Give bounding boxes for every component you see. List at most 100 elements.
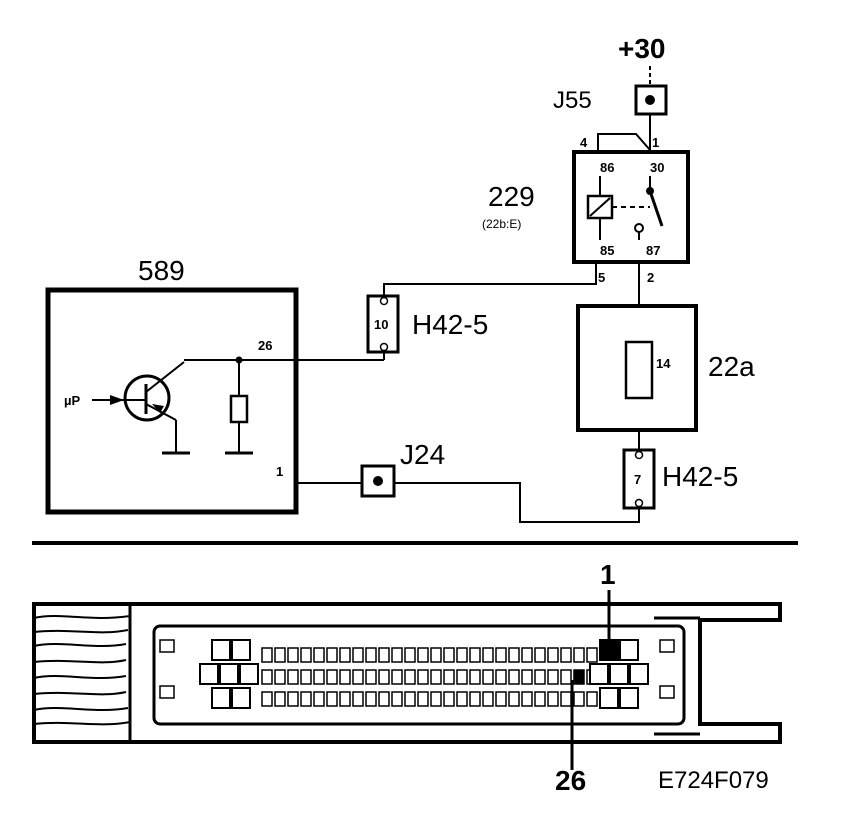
connector-pin: [378, 669, 390, 685]
connector-pin: [391, 647, 403, 663]
connector-pin: [339, 647, 351, 663]
connector-pin: [469, 669, 481, 685]
relay-term-4: 4: [580, 135, 588, 150]
connector-pin: [469, 647, 481, 663]
connector-pin: [339, 691, 351, 707]
connector-pin: [573, 647, 585, 663]
ecu-pin-1: 1: [276, 464, 283, 479]
connector-large-pin: [219, 663, 239, 685]
connector-large-pin: [231, 639, 251, 661]
connector-pin: [586, 647, 598, 663]
connector-pin: [482, 691, 494, 707]
base-arrow-icon: [110, 395, 124, 405]
fuse-block-label: 22a: [708, 351, 755, 382]
connector-pin: [508, 669, 520, 685]
connector7-label: H42-5: [662, 461, 738, 492]
connector-pin: [508, 647, 520, 663]
connector-pin: [404, 647, 416, 663]
relay-term-1: 1: [652, 135, 659, 150]
connector-pin: [534, 669, 546, 685]
connector-pin: [560, 669, 572, 685]
fuse-number: 14: [656, 356, 671, 371]
connector-pin: [469, 691, 481, 707]
connector-pin: [547, 691, 559, 707]
connector-h42-5-pin10: [366, 294, 400, 354]
connector-large-pin: [231, 687, 251, 709]
connector-pin: [508, 691, 520, 707]
junction-j55-dot: [645, 95, 655, 105]
relay-switch-blade: [648, 190, 664, 227]
connector-large-pin: [589, 663, 609, 685]
connector-pin: [456, 691, 468, 707]
connector-housing-outline: [32, 602, 782, 744]
ecu-589: [45, 287, 299, 515]
connector-pin: [326, 669, 338, 685]
connector-pin: [300, 669, 312, 685]
connector-pin: [261, 691, 273, 707]
connector7-bottom-pin: [634, 498, 644, 508]
connector-pin: [404, 691, 416, 707]
connector-pin: [534, 691, 546, 707]
connector-pin: [300, 691, 312, 707]
connector-pin: [482, 669, 494, 685]
connector-pin: [313, 691, 325, 707]
relay-pin-87: 87: [646, 243, 660, 258]
connector-pin: [495, 669, 507, 685]
connector-pin: [378, 647, 390, 663]
connector-pin-grid: [199, 639, 649, 709]
connector-pin: [313, 647, 325, 663]
connector-pin: [573, 669, 585, 685]
connector-pin: [417, 647, 429, 663]
connector-pin: [365, 669, 377, 685]
connector-pin: [352, 669, 364, 685]
connector-pin: [547, 647, 559, 663]
connector-pin: [274, 647, 286, 663]
connector-large-pin: [239, 663, 259, 685]
connector-pin: [326, 691, 338, 707]
ecu-id-label: 589: [138, 255, 185, 286]
connector-pin: [456, 647, 468, 663]
connector10-top-pin: [379, 296, 389, 306]
connector10-bottom-pin: [379, 342, 389, 352]
connector-pin: [339, 669, 351, 685]
connector-pin: [365, 647, 377, 663]
connector7-top-pin: [634, 450, 644, 460]
connector-pin: [261, 647, 273, 663]
connector-pin: [547, 669, 559, 685]
connector-pin: [391, 691, 403, 707]
pinout-pin26-label: 26: [555, 765, 586, 796]
emitter-arrow-icon: [152, 404, 164, 413]
junction-j55-label: J55: [553, 87, 592, 114]
connector7-pin-number: 7: [634, 472, 641, 487]
connector-large-pin: [619, 687, 639, 709]
connector-pin: [586, 691, 598, 707]
connector-pin: [521, 691, 533, 707]
connector-large-pin: [199, 663, 219, 685]
connector-pin: [482, 647, 494, 663]
relay-id-label: 229: [488, 181, 535, 212]
connector-pin: [300, 647, 312, 663]
connector-pin: [430, 669, 442, 685]
relay-sub-label: (22b:E): [482, 217, 521, 231]
connector10-pin-number: 10: [374, 317, 388, 332]
figure-code: E724F079: [658, 767, 769, 794]
connector-pin: [534, 647, 546, 663]
pinout-pin1-label: 1: [600, 559, 616, 590]
connector-pin: [378, 691, 390, 707]
connector-large-pin: [211, 687, 231, 709]
connector-pin: [495, 647, 507, 663]
connector-pin: [261, 669, 273, 685]
fuse-14: [624, 340, 654, 400]
connector-pin: [521, 669, 533, 685]
connector-pin: [274, 669, 286, 685]
connector-pin: [521, 647, 533, 663]
contact-87-point: [634, 223, 644, 233]
connector-pin: [313, 669, 325, 685]
connector-pin: [287, 669, 299, 685]
power-label: +30: [618, 33, 666, 64]
connector-pin: [326, 647, 338, 663]
connector-large-pin: [629, 663, 649, 685]
junction-j24-label: J24: [400, 439, 445, 470]
connector-large-pin: [599, 687, 619, 709]
